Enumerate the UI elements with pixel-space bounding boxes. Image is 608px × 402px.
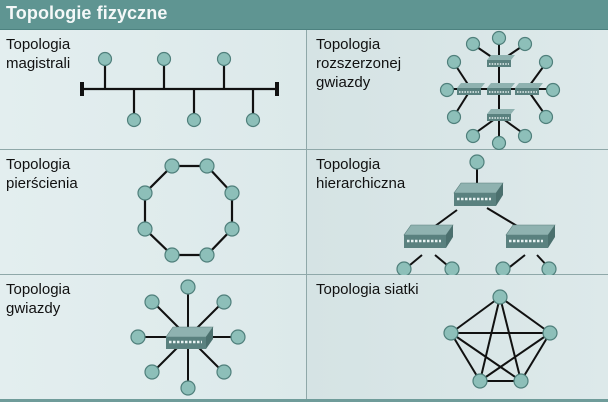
hierarchical-topology-label: Topologia hierarchiczna (316, 156, 406, 192)
star-topology-diagram (130, 279, 246, 396)
bottom-border (0, 399, 608, 402)
extended-star-topology-diagram (439, 30, 561, 151)
switch-icon (487, 109, 515, 121)
cell-star-topology: Topologia gwiazdy (0, 275, 306, 400)
cell-mesh-topology: Topologia siatki (306, 275, 608, 400)
switch-icon (487, 55, 515, 67)
cell-bus-topology: Topologia magistrali (0, 30, 306, 150)
switch-icon (515, 83, 543, 95)
page-title: Topologie fizyczne (6, 3, 168, 23)
switch-icon (505, 224, 556, 248)
mesh-topology-label: Topologia siatki (316, 281, 419, 298)
cell-ring-topology: Topologia pierścienia (0, 150, 306, 275)
ring-topology-diagram (137, 158, 240, 263)
switch-icon (457, 83, 485, 95)
switch-icon (453, 182, 504, 206)
ring-topology-label: Topologia pierścienia (6, 156, 78, 192)
header-bar: Topologie fizyczne (0, 0, 608, 30)
cell-extended-star-topology: Topologia rozszerzonej gwiazdy (306, 30, 608, 151)
extended-star-topology-label: Topologia rozszerzonej gwiazdy (316, 36, 402, 91)
switch-icon (403, 224, 454, 248)
bus-topology-diagram (80, 51, 279, 128)
switch-icon (165, 326, 214, 349)
hierarchical-topology-diagram (396, 154, 557, 277)
bus-topology-label: Topologia magistrali (6, 36, 71, 72)
cell-hierarchical-topology: Topologia hierarchiczna (306, 150, 608, 277)
star-topology-label: Topologia gwiazdy (6, 281, 71, 317)
mesh-topology-diagram (443, 289, 558, 389)
switch-icon (487, 83, 515, 95)
topology-grid: Topologia magistrali (0, 30, 608, 400)
